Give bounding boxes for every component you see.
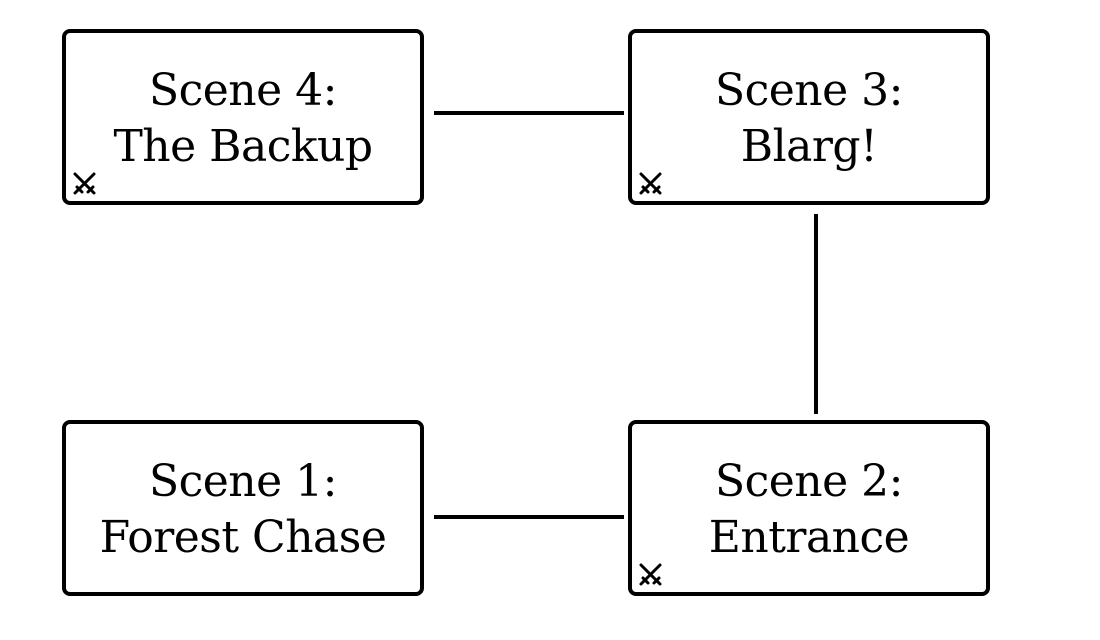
crossed-swords-icon (639, 172, 662, 195)
scene-node-4[interactable]: Scene 4: The Backup (62, 29, 424, 205)
scene-name: Blarg! (740, 121, 878, 172)
crossed-swords-icon (639, 563, 662, 586)
scene-name: Entrance (708, 512, 910, 563)
connector-scene-3-scene-2 (814, 214, 818, 414)
scene-label: Scene 1: Forest Chase (66, 454, 420, 566)
scene-title: Scene 2: (714, 456, 904, 507)
scene-name: Forest Chase (99, 512, 387, 563)
scene-title: Scene 1: (148, 456, 338, 507)
connector-scene-4-scene-3 (434, 111, 624, 115)
scene-name: The Backup (113, 121, 373, 172)
scene-node-3[interactable]: Scene 3: Blarg! (628, 29, 990, 205)
scene-node-1[interactable]: Scene 1: Forest Chase (62, 420, 424, 596)
scene-title: Scene 4: (148, 65, 338, 116)
crossed-swords-icon (73, 172, 96, 195)
scene-label: Scene 4: The Backup (66, 63, 420, 175)
connector-scene-1-scene-2 (434, 515, 624, 519)
scene-node-2[interactable]: Scene 2: Entrance (628, 420, 990, 596)
scene-label: Scene 2: Entrance (632, 454, 986, 566)
scene-title: Scene 3: (714, 65, 904, 116)
scene-label: Scene 3: Blarg! (632, 63, 986, 175)
